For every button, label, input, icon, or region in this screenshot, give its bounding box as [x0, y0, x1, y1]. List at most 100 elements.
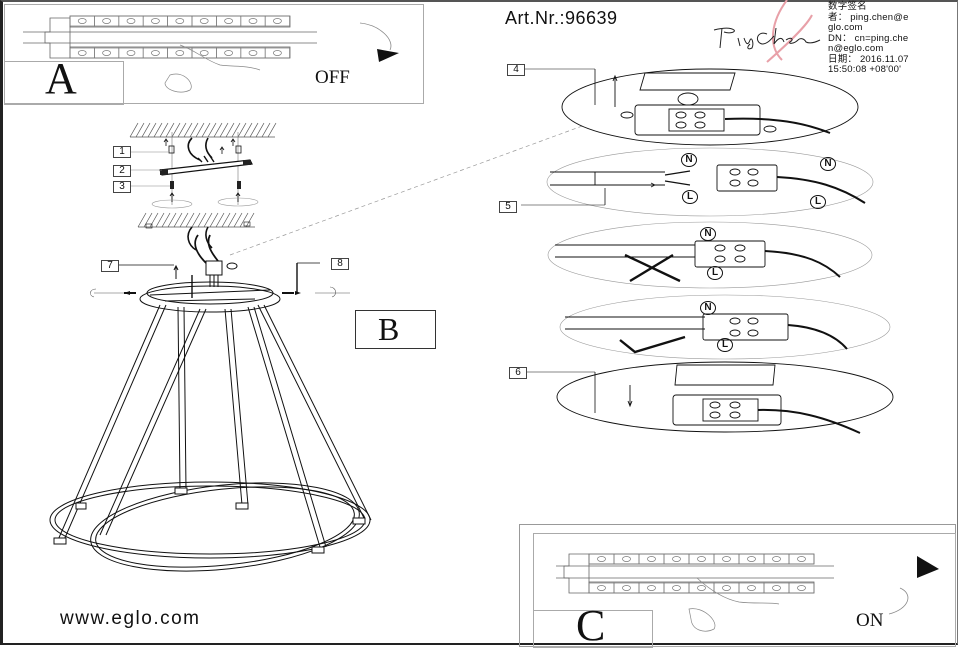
breaker-cell — [191, 47, 217, 59]
breaker-hole — [597, 585, 606, 591]
breaker-hole — [151, 50, 160, 56]
ceiling-hatch — [189, 122, 199, 138]
article-number: Art.Nr.:96639 — [505, 8, 618, 28]
signature-line: 者： ping.chen@e — [828, 11, 909, 23]
breaker-cell — [94, 15, 120, 27]
wire-label-live: L — [682, 190, 698, 204]
breaker-cell — [688, 582, 715, 594]
ceiling-hatch — [149, 212, 159, 228]
callout-5: 5 — [499, 201, 517, 213]
signature-line: 数字签名 — [828, 1, 867, 12]
breaker-hole — [199, 18, 209, 24]
breaker-hole — [722, 585, 731, 591]
breaker-hole — [772, 556, 781, 562]
breaker-cell — [191, 15, 217, 27]
breaker-hole — [597, 556, 606, 562]
breaker-hole — [772, 585, 781, 591]
panel-c-letter: C — [576, 601, 606, 650]
ceiling-hatch — [179, 212, 189, 228]
ceiling-hatch — [141, 122, 151, 138]
ceiling-hatch — [243, 122, 253, 138]
breaker-cell — [688, 553, 715, 565]
ceiling-hatch — [165, 122, 175, 138]
breaker-cell — [763, 582, 790, 594]
digital-signature-details: 数字签名 者： ping.chen@e glo.com DN： cn=ping.… — [828, 1, 909, 76]
breaker-cell — [638, 582, 665, 594]
ceiling-hatch — [153, 122, 163, 138]
panel-b-letter-box — [355, 310, 436, 349]
ceiling-hatch — [261, 122, 271, 138]
breaker-cell — [240, 47, 266, 59]
breaker-cell — [588, 582, 615, 594]
panel-b-letter: B — [378, 311, 400, 347]
ceiling-hatch — [183, 122, 193, 138]
ceiling-hatch — [207, 122, 217, 138]
breaker-hole — [672, 585, 681, 591]
breaker-cell — [94, 47, 120, 59]
breaker-cell — [663, 553, 690, 565]
breaker-cell — [264, 15, 290, 27]
chandelier-illustration — [49, 234, 372, 572]
ceiling-hatch — [225, 122, 235, 138]
ceiling-hatch — [239, 212, 249, 228]
callout-1: 1 — [113, 146, 131, 158]
callout-2: 2 — [113, 165, 131, 177]
breaker-cell — [264, 47, 290, 59]
breaker-cell — [118, 15, 144, 27]
ceiling-hatch — [255, 122, 265, 138]
breaker-cell — [738, 553, 765, 565]
website-url[interactable]: www.eglo.com — [60, 608, 201, 629]
ceiling-hatch — [249, 122, 259, 138]
panel-c: C ON — [533, 533, 956, 650]
breaker-cell — [788, 553, 815, 565]
breaker-hole — [697, 556, 706, 562]
ceiling-hatch — [143, 212, 153, 228]
breaker-hole — [248, 18, 258, 24]
breaker-hole — [672, 556, 681, 562]
wire-label-live: L — [810, 195, 826, 209]
ceiling-hatch — [129, 122, 139, 138]
ceiling-hatch — [237, 122, 247, 138]
ceiling-hatch — [167, 212, 177, 228]
breaker-cell — [167, 47, 193, 59]
ceiling-hatch — [159, 122, 169, 138]
signature-line: n@eglo.com — [828, 43, 884, 54]
panel-a-letter: A — [45, 54, 77, 103]
breaker-hole — [224, 50, 233, 56]
breaker-hole — [102, 18, 111, 24]
breaker-hole — [622, 556, 631, 562]
breaker-cell — [118, 47, 144, 59]
breaker-hole — [797, 556, 806, 562]
ceiling-hatch — [227, 212, 237, 228]
breaker-hole — [248, 50, 258, 56]
breaker-illustration-off — [23, 15, 399, 93]
breaker-cell — [638, 553, 665, 565]
breaker-cell — [588, 553, 615, 565]
breaker-cell — [167, 15, 193, 27]
callout-4: 4 — [507, 64, 525, 76]
breaker-hole — [175, 50, 185, 56]
ceiling-hatch — [185, 212, 195, 228]
detail-link-dashed-line — [229, 124, 586, 256]
wire-label-neutral: N — [700, 301, 716, 315]
breaker-hole — [273, 18, 282, 24]
breaker-hole — [747, 585, 756, 591]
breaker-cell — [69, 15, 95, 27]
breaker-cell — [788, 582, 815, 594]
ceiling-hatch — [209, 212, 219, 228]
ceiling-hatch — [201, 122, 211, 138]
wire-label-live: L — [707, 266, 723, 280]
wire-label-neutral: N — [700, 227, 716, 241]
breaker-cell — [738, 582, 765, 594]
breaker-hole — [722, 556, 731, 562]
breaker-cell — [216, 15, 242, 27]
ceiling-hatch — [267, 122, 277, 138]
callout-3: 3 — [113, 181, 131, 193]
panel-a-state-off: OFF — [315, 67, 350, 88]
ceiling-hatch — [147, 122, 157, 138]
ceiling-hatch — [161, 212, 171, 228]
ceiling-hatch — [195, 122, 205, 138]
ceiling-hatch — [155, 212, 165, 228]
wire-label-neutral: N — [820, 157, 836, 171]
